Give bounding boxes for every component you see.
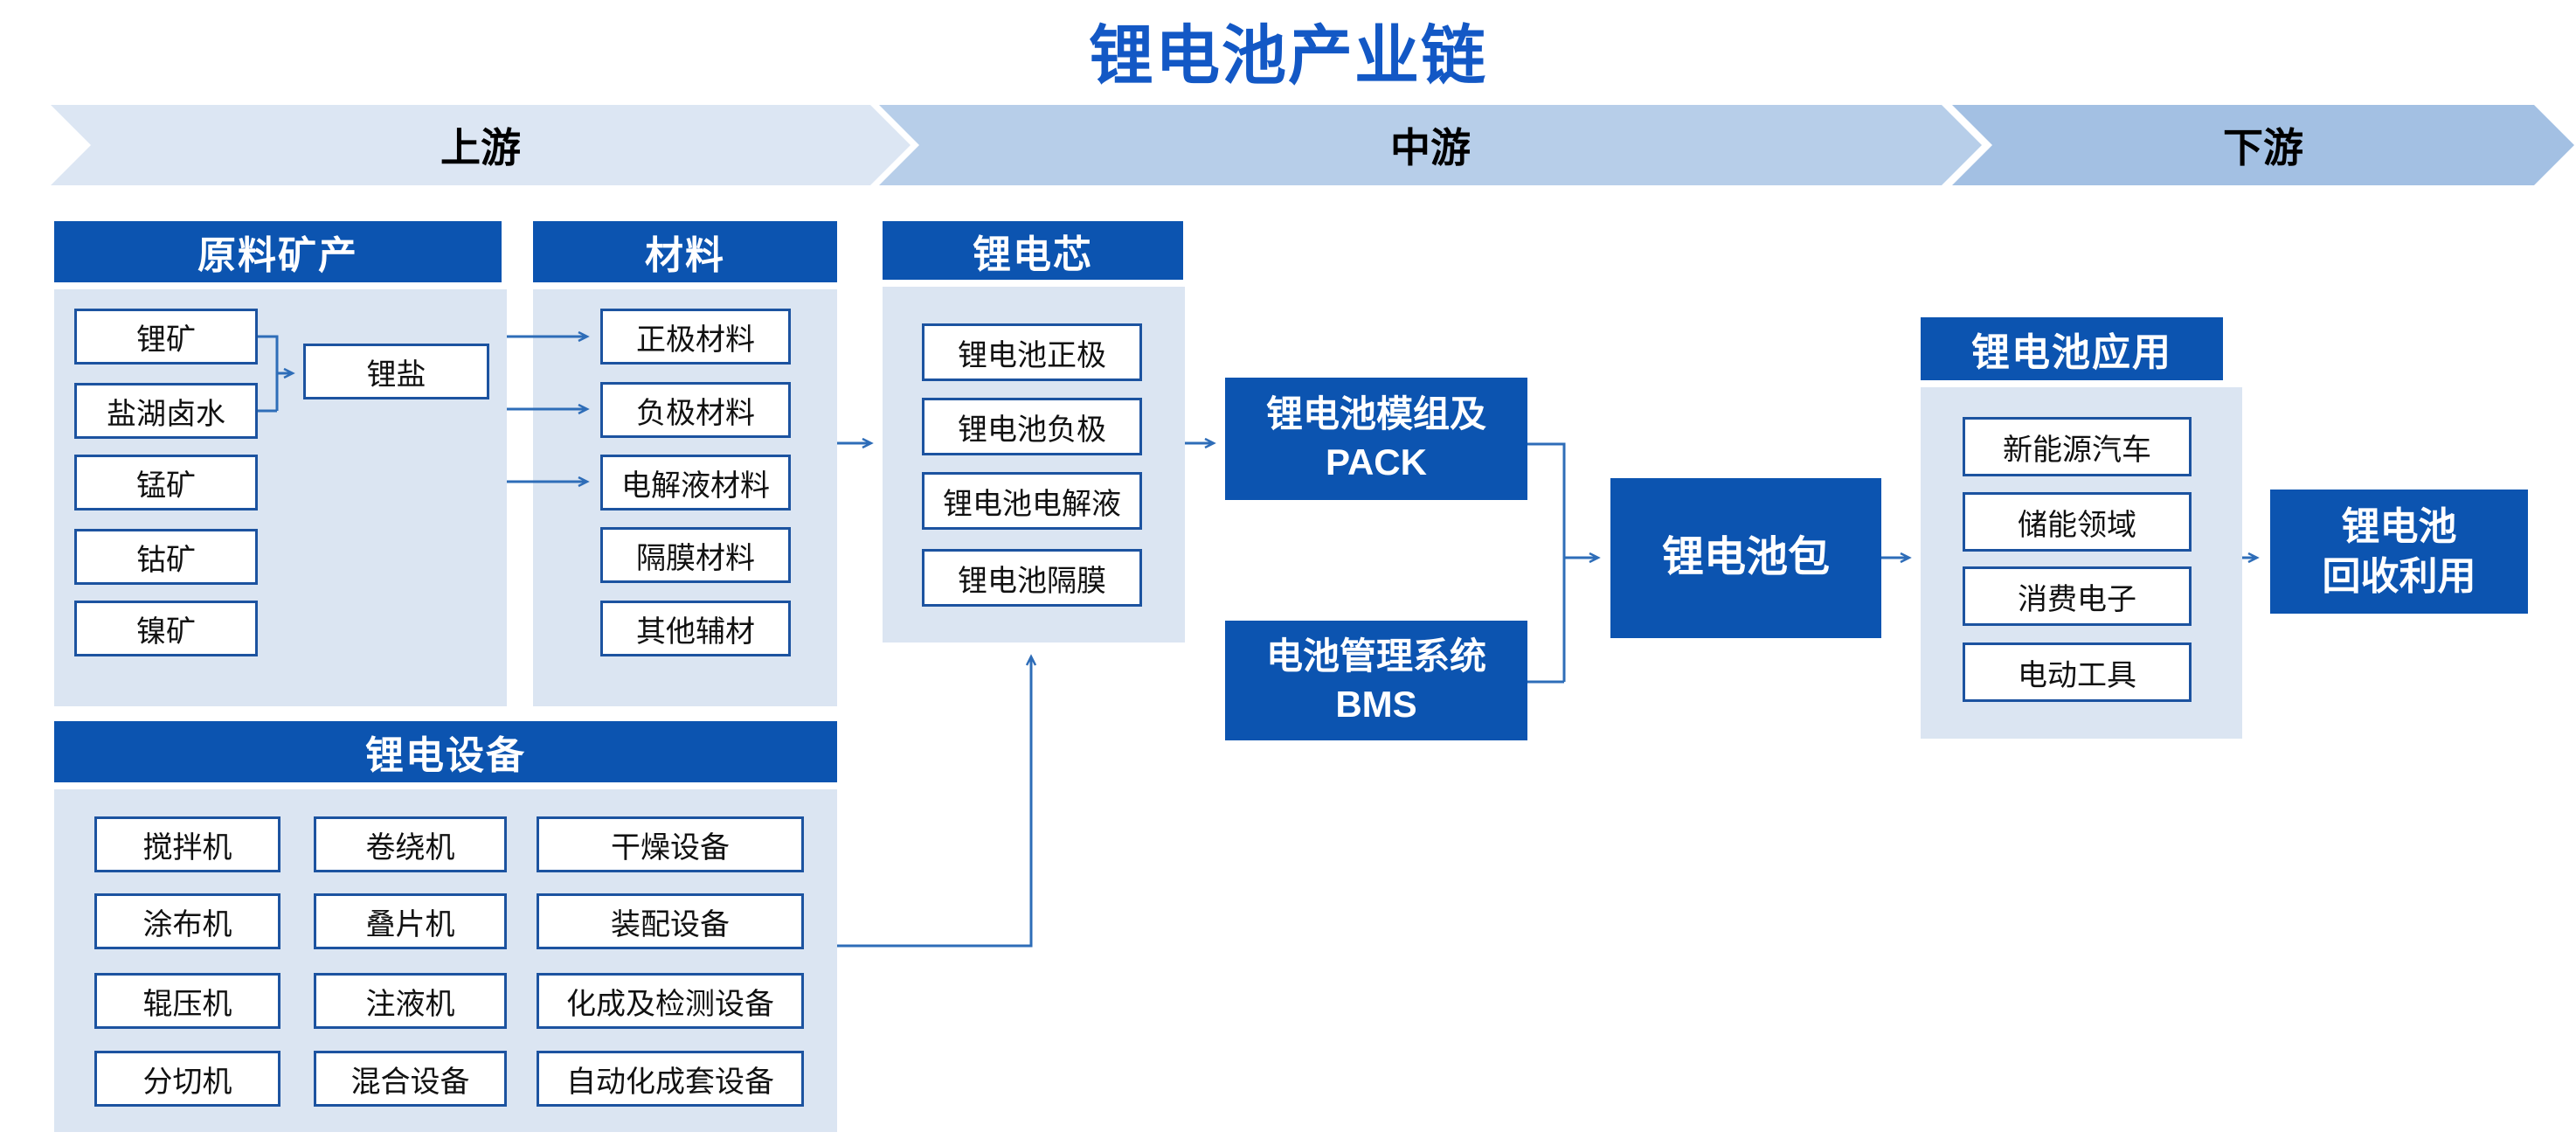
list-item-nickel-ore: 镍矿 <box>74 601 258 656</box>
list-item-automation-equipment: 自动化成套设备 <box>537 1051 804 1107</box>
stage-label-downstream: 下游 <box>2223 125 2303 170</box>
list-item-new-energy-vehicles: 新能源汽车 <box>1963 417 2192 476</box>
list-item-separator-material: 隔膜材料 <box>600 527 791 583</box>
list-item-mixer: 搅拌机 <box>94 816 280 872</box>
list-item-lithium-salt: 锂盐 <box>303 344 489 399</box>
list-item-drying-equipment: 干燥设备 <box>537 816 804 872</box>
list-item-energy-storage: 储能领域 <box>1963 492 2192 552</box>
list-item-slitting-machine: 分切机 <box>94 1051 280 1107</box>
node-battery-pack-label: 锂电池包 <box>1661 534 1830 581</box>
group-header-applications: 锂电池应用 <box>1921 317 2223 380</box>
group-header-cell: 锂电芯 <box>883 221 1183 280</box>
list-item-other-auxiliary: 其他辅材 <box>600 601 791 656</box>
stage-banner-midstream: 中游 <box>879 105 1982 185</box>
group-header-equipment: 锂电设备 <box>54 721 837 782</box>
list-item-assembly-equipment: 装配设备 <box>537 893 804 949</box>
node-recycling: 锂电池 回收利用 <box>2270 490 2528 614</box>
list-item-lithium-ore: 锂矿 <box>74 309 258 365</box>
list-item-winding-machine: 卷绕机 <box>314 816 507 872</box>
list-item-coating-machine: 涂布机 <box>94 893 280 949</box>
stage-label-upstream: 上游 <box>440 125 521 170</box>
stage-banner-downstream: 下游 <box>1952 105 2574 185</box>
list-item-cobalt-ore: 钴矿 <box>74 529 258 585</box>
list-item-consumer-electronics: 消费电子 <box>1963 566 2192 626</box>
node-battery-pack: 锂电池包 <box>1610 478 1881 638</box>
node-recycling-line1: 锂电池 <box>2341 504 2457 548</box>
list-item-mixing-equipment: 混合设备 <box>314 1051 507 1107</box>
list-item-anode-material: 负极材料 <box>600 382 791 438</box>
list-item-power-tools: 电动工具 <box>1963 642 2192 702</box>
list-item-cell-cathode: 锂电池正极 <box>922 323 1142 381</box>
page-title: 锂电池产业链 <box>1089 19 1487 92</box>
node-bms-line2: BMS <box>1335 683 1417 725</box>
stage-label-midstream: 中游 <box>1390 125 1471 170</box>
node-bms-line1: 电池管理系统 <box>1265 635 1486 677</box>
group-header-materials: 材料 <box>533 221 837 282</box>
list-item-roller-press: 辊压机 <box>94 973 280 1029</box>
list-item-electrolyte-material: 电解液材料 <box>600 455 791 510</box>
list-item-salt-lake-brine: 盐湖卤水 <box>74 383 258 439</box>
list-item-cell-anode: 锂电池负极 <box>922 398 1142 455</box>
node-recycling-line2: 回收利用 <box>2322 555 2476 598</box>
node-bms: 电池管理系统 BMS <box>1225 621 1527 740</box>
node-module-pack-line2: PACK <box>1326 441 1427 483</box>
node-module-pack: 锂电池模组及 PACK <box>1225 378 1527 500</box>
list-item-electrolyte-filling-machine: 注液机 <box>314 973 507 1029</box>
list-item-cell-electrolyte: 锂电池电解液 <box>922 472 1142 530</box>
node-module-pack-line1: 锂电池模组及 <box>1265 393 1486 435</box>
list-item-manganese-ore: 锰矿 <box>74 455 258 510</box>
stage-banner-upstream: 上游 <box>51 105 911 185</box>
list-item-stacking-machine: 叠片机 <box>314 893 507 949</box>
list-item-cathode-material: 正极材料 <box>600 309 791 365</box>
group-header-raw-minerals: 原料矿产 <box>54 221 502 282</box>
list-item-cell-separator: 锂电池隔膜 <box>922 549 1142 607</box>
list-item-formation-testing-equipment: 化成及检测设备 <box>537 973 804 1029</box>
